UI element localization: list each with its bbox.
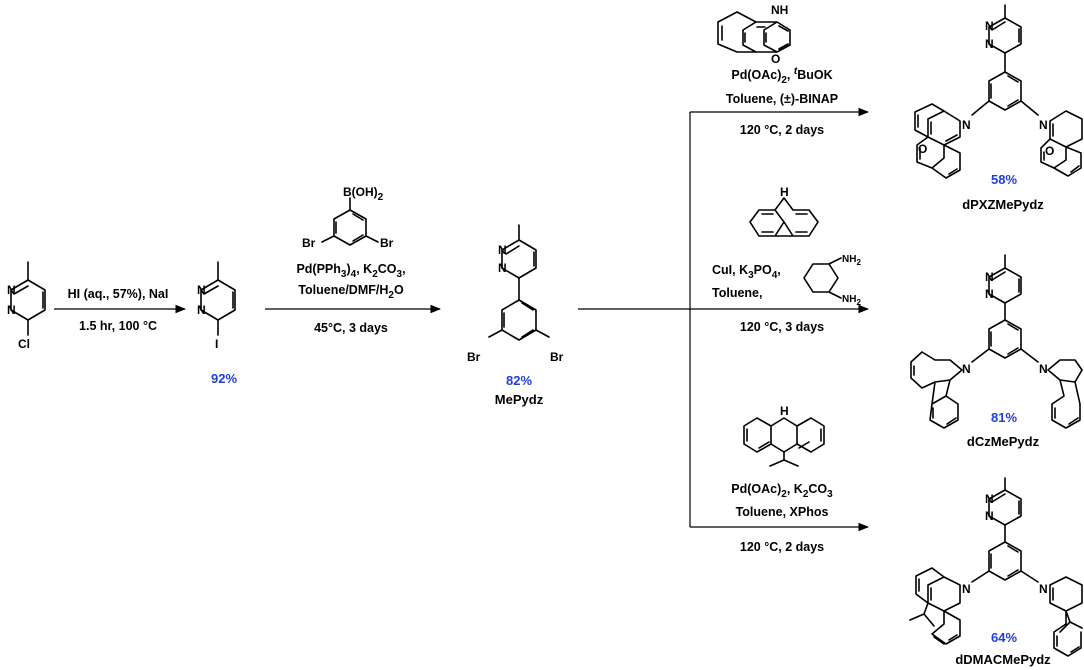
branch2-conditions: 120 °C, 3 days: [740, 320, 824, 334]
step1-yield: 92%: [211, 371, 237, 386]
step2-catalyst: Pd(PPh3)4, K2CO3,: [296, 262, 405, 280]
diamine-ligand-structure: NH2 NH2: [803, 254, 861, 307]
step2-conditions: 45°C, 3 days: [314, 321, 388, 335]
sm-n2: N: [7, 303, 16, 317]
branch3-catalyst: Pd(OAc)2, K2CO3: [731, 482, 833, 500]
phenoxazine-nh: NH: [771, 3, 788, 17]
mepydz-br-left: Br: [467, 350, 481, 364]
ddmacmepydz-name: dDMACMePydz: [955, 652, 1051, 667]
dcz-n-left: N: [962, 362, 971, 376]
branch-arrows: [578, 107, 870, 532]
phenoxazine-o: O: [771, 52, 780, 66]
step1-conditions: 1.5 hr, 100 °C: [79, 319, 157, 333]
step2-solvent: Toluene/DMF/H2O: [298, 283, 404, 301]
dmac-n2: N: [985, 509, 994, 523]
dpxzmepydz-structure: N N N N O O: [914, 4, 1083, 179]
branch3-yield: 64%: [991, 630, 1017, 645]
dczmepydz-structure: N N N N: [910, 254, 1083, 429]
sm-cl: Cl: [18, 337, 30, 351]
dmac-n1: N: [985, 492, 994, 506]
mepydz-n2: N: [498, 261, 507, 275]
dmac-h: H: [780, 404, 789, 418]
dpxz-o-left: O: [918, 142, 927, 156]
sm-n1: N: [7, 283, 16, 297]
dpxz-n1: N: [985, 19, 994, 33]
starting-material-structure: N N Cl: [7, 261, 46, 351]
iodo-n1: N: [197, 283, 206, 297]
mepydz-n1: N: [498, 243, 507, 257]
branch3-conditions: 120 °C, 2 days: [740, 540, 824, 554]
branch1-catalyst: Pd(OAc)2, tBuOK: [731, 66, 832, 86]
boronic-acid-structure: B(OH)2 Br Br: [302, 185, 394, 250]
branch1-solvent: Toluene, (±)-BINAP: [726, 92, 838, 106]
ddmacmepydz-structure: N N N N: [909, 477, 1083, 657]
boronic-group: B(OH)2: [343, 185, 384, 203]
dpxz-n-right: N: [1039, 118, 1048, 132]
branch1-conditions: 120 °C, 2 days: [740, 123, 824, 137]
iodo-i: I: [215, 337, 218, 351]
boronic-br-right: Br: [380, 236, 394, 250]
dcz-n2: N: [985, 287, 994, 301]
mepydz-br-right: Br: [550, 350, 564, 364]
ddmac-n-left: N: [962, 582, 971, 596]
carbazole-h: H: [780, 185, 789, 199]
step2-yield: 82%: [506, 373, 532, 388]
phenoxazine-structure: NH O: [717, 3, 791, 66]
branch3-solvent: Toluene, XPhos: [736, 505, 829, 519]
ligand-nh2-top: NH2: [842, 254, 861, 267]
boronic-br-left: Br: [302, 236, 316, 250]
dmac-structure: H: [743, 404, 825, 467]
mepydz-structure: N N Br Br: [467, 224, 564, 364]
dpxz-n2: N: [985, 37, 994, 51]
dpxz-o-right: O: [1045, 144, 1054, 158]
ddmac-n-right: N: [1039, 582, 1048, 596]
branch2-catalyst: CuI, K3PO4,: [712, 263, 781, 281]
ligand-nh2-bottom: NH2: [842, 294, 861, 307]
branch2-yield: 81%: [991, 410, 1017, 425]
carbazole-structure: H: [749, 185, 819, 237]
dpxzmepydz-name: dPXZMePydz: [962, 197, 1044, 212]
dpxz-n-left: N: [962, 118, 971, 132]
iodo-n2: N: [197, 303, 206, 317]
dczmepydz-name: dCzMePydz: [967, 434, 1040, 449]
iodo-pyridazine-structure: N N I: [197, 261, 236, 351]
mepydz-name: MePydz: [495, 392, 544, 407]
dcz-n-right: N: [1039, 362, 1048, 376]
dcz-n1: N: [985, 270, 994, 284]
branch2-solvent: Toluene,: [712, 286, 762, 300]
step1-reagents: HI (aq., 57%), NaI: [68, 287, 169, 301]
branch1-yield: 58%: [991, 172, 1017, 187]
